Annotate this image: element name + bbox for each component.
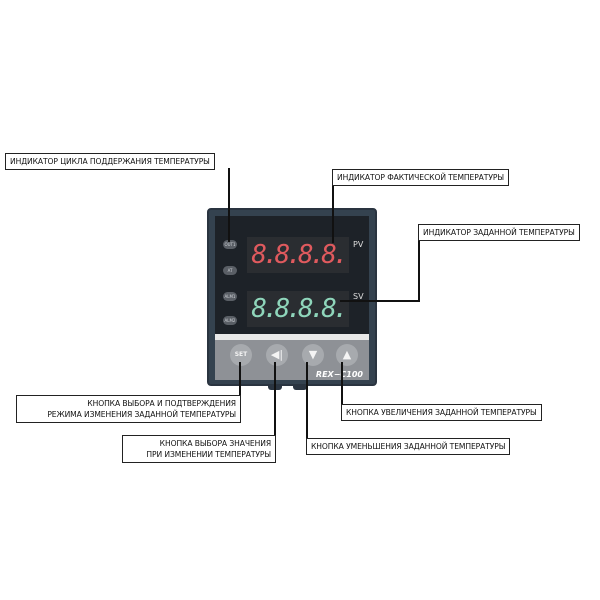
leader-line — [332, 185, 334, 243]
leader-line — [228, 168, 230, 242]
led-alm1: ALM1 — [223, 292, 237, 301]
leader-line — [418, 240, 420, 301]
sv-tag: SV — [353, 292, 364, 301]
label-line: КНОПКА ВЫБОРА ЗНАЧЕНИЯ — [159, 439, 271, 448]
label-shift-button: КНОПКА ВЫБОРА ЗНАЧЕНИЯ ПРИ ИЗМЕНЕНИИ ТЕМ… — [122, 435, 276, 463]
led-out1: OUT1 — [223, 240, 237, 249]
leader-line — [274, 362, 276, 436]
led-alm2: ALM2 — [223, 316, 237, 325]
set-button[interactable]: SET — [230, 344, 252, 366]
label-set-button: КНОПКА ВЫБОРА И ПОДТВЕРЖДЕНИЯ РЕЖИМА ИЗМ… — [16, 395, 241, 423]
led-at: AT — [223, 266, 237, 275]
pv-tag: PV — [353, 240, 364, 249]
label-line: ПРИ ИЗМЕНЕНИИ ТЕМПЕРАТУРЫ — [146, 450, 271, 459]
leader-line — [306, 362, 308, 442]
keypad: SET ◀| ▼ ▲ — [215, 340, 369, 380]
leader-line — [340, 300, 420, 302]
label-down-button: КНОПКА УМЕНЬШЕНИЯ ЗАДАННОЙ ТЕМПЕРАТУРЫ — [306, 438, 511, 455]
label-actual-temp-indicator: ИНДИКАТОР ФАКТИЧЕСКОЙ ТЕМПЕРАТУРЫ — [332, 169, 509, 186]
label-line: КНОПКА ВЫБОРА И ПОДТВЕРЖДЕНИЯ — [87, 399, 236, 408]
model-label: REX−C100 — [315, 370, 363, 379]
leader-line — [239, 362, 241, 396]
label-set-temp-indicator: ИНДИКАТОР ЗАДАННОЙ ТЕМПЕРАТУРЫ — [418, 224, 580, 241]
down-button[interactable]: ▼ — [302, 344, 324, 366]
up-button[interactable]: ▲ — [336, 344, 358, 366]
label-up-button: КНОПКА УВЕЛИЧЕНИЯ ЗАДАННОЙ ТЕМПЕРАТУРЫ — [341, 404, 542, 421]
controller-face: OUT1 AT ALM1 ALM2 8.8.8.8. 8.8.8.8. PV S… — [215, 216, 369, 380]
shift-button[interactable]: ◀| — [266, 344, 288, 366]
label-cycle-indicator: ИНДИКАТОР ЦИКЛА ПОДДЕРЖАНИЯ ТЕМПЕРАТУРЫ — [5, 153, 215, 170]
temperature-controller: OUT1 AT ALM1 ALM2 8.8.8.8. 8.8.8.8. PV S… — [207, 208, 377, 386]
pv-display: 8.8.8.8. — [247, 237, 349, 273]
leader-line — [341, 362, 343, 405]
label-line: РЕЖИМА ИЗМЕНЕНИЯ ЗАДАННОЙ ТЕМПЕРАТУРЫ — [47, 410, 236, 419]
divider-strip — [215, 334, 369, 340]
sv-display: 8.8.8.8. — [247, 291, 349, 327]
device-foot — [293, 384, 307, 390]
